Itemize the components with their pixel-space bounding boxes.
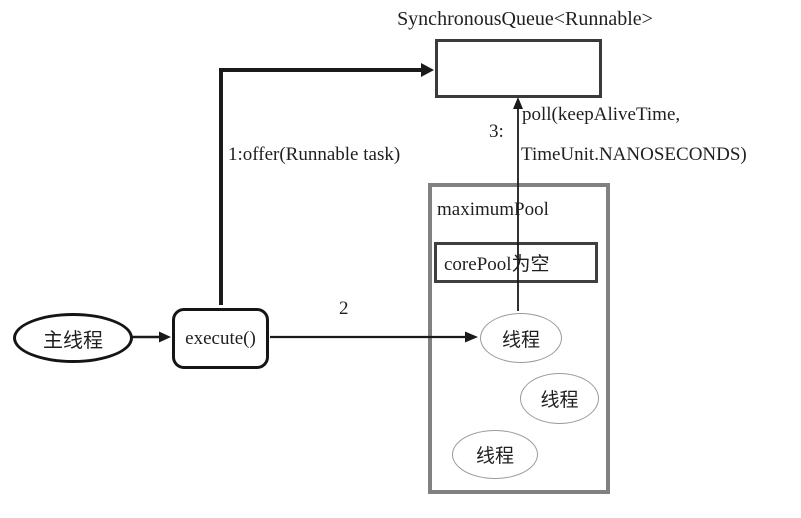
thread-node-1: 线程 (480, 313, 562, 363)
execute-node: execute() (172, 308, 269, 369)
core-pool-label: corePool为空 (444, 254, 550, 275)
poll-label-line1: poll(keepAliveTime, (522, 104, 681, 125)
poll-label-line2: TimeUnit.NANOSECONDS) (521, 144, 747, 165)
step1-offer-arrow-line (219, 68, 422, 305)
step1-offer-label: 1:offer(Runnable task) (228, 144, 401, 165)
main-to-execute-arrowhead (159, 331, 171, 343)
synchronous-queue-box (435, 39, 602, 98)
step2-label: 2 (339, 298, 349, 319)
thread-node-2: 线程 (520, 373, 599, 424)
synchronous-queue-title: SynchronousQueue<Runnable> (397, 8, 653, 30)
maximum-pool-box: maximumPool corePool为空 线程 线程 线程 (428, 183, 610, 494)
core-pool-box: corePool为空 (434, 242, 598, 283)
maximum-pool-label: maximumPool (437, 199, 549, 220)
step1-offer-arrowhead (421, 63, 434, 77)
thread-node-3: 线程 (452, 430, 538, 479)
main-thread-node: 主线程 (13, 313, 133, 363)
step3-label: 3: (489, 121, 504, 142)
